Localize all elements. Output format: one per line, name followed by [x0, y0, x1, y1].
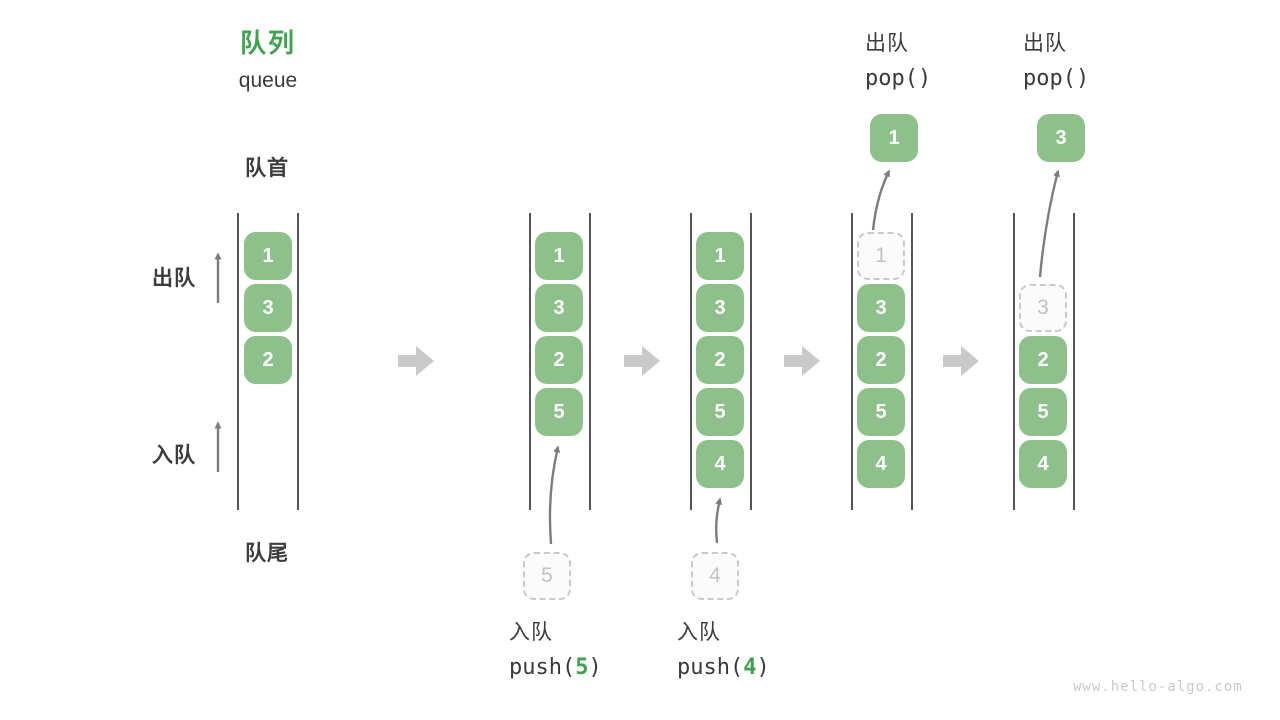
queue-cell: 5	[535, 388, 583, 436]
queue-cell: 5	[857, 388, 905, 436]
queue-cell: 2	[535, 336, 583, 384]
watermark: www.hello-algo.com	[1073, 679, 1243, 695]
queue-cell: 1	[696, 232, 744, 280]
state-transition-arrow	[943, 346, 979, 376]
queue-cell: 4	[857, 440, 905, 488]
push-4-arrow	[715, 497, 723, 544]
label-queue-rear: 队尾	[245, 542, 289, 565]
op-pop-label: 出队	[865, 32, 909, 55]
queue-wall-right	[589, 213, 591, 510]
label-dequeue-direction: 出队	[152, 267, 196, 290]
state-transition-arrow	[624, 346, 660, 376]
push-fn: push(	[677, 655, 744, 680]
op-pop-code: pop()	[1023, 66, 1090, 91]
op-push-label: 入队	[509, 621, 553, 644]
op-push-4: 入队 push(4)	[677, 622, 770, 679]
queue-wall-right	[911, 213, 913, 510]
queue-cell: 2	[1019, 336, 1067, 384]
queue-cell: 2	[244, 336, 292, 384]
queue-wall-left	[690, 213, 692, 510]
queue-cell: 1	[535, 232, 583, 280]
queue-cell: 3	[535, 284, 583, 332]
incoming-element-ghost: 5	[523, 552, 571, 600]
pop-3-arrow	[1038, 169, 1061, 278]
queue-cell: 1	[244, 232, 292, 280]
push-close: )	[756, 655, 770, 680]
queue-cell: 3	[857, 284, 905, 332]
queue-wall-left	[237, 213, 239, 510]
label-queue-front: 队首	[245, 157, 289, 180]
queue-cell: 5	[696, 388, 744, 436]
op-push-code: push(5)	[509, 657, 602, 679]
op-pop-label: 出队	[1023, 32, 1067, 55]
label-enqueue-direction: 入队	[152, 444, 196, 467]
queue-cell: 4	[1019, 440, 1067, 488]
queue-wall-left	[1013, 213, 1015, 510]
queue-cell: 2	[696, 336, 744, 384]
queue-wall-left	[529, 213, 531, 510]
incoming-element-ghost: 4	[691, 552, 739, 600]
op-push-5: 入队 push(5)	[509, 622, 602, 679]
state-transition-arrow	[784, 346, 820, 376]
removed-element-ghost: 1	[857, 232, 905, 280]
push-fn: push(	[509, 655, 576, 680]
push-arg: 5	[575, 655, 589, 680]
popped-element: 3	[1037, 114, 1085, 162]
queue-cell: 3	[244, 284, 292, 332]
diagram-title-zh: 队列	[239, 28, 296, 58]
op-push-code: push(4)	[677, 657, 770, 679]
queue-cell: 2	[857, 336, 905, 384]
queue-wall-right	[750, 213, 752, 510]
queue-wall-left	[851, 213, 853, 510]
pop-1-arrow	[871, 169, 891, 231]
removed-element-ghost: 3	[1019, 284, 1067, 332]
queue-wall-right	[297, 213, 299, 510]
op-pop-first: 出队 pop()	[865, 33, 931, 90]
push-arg: 4	[743, 655, 757, 680]
state-transition-arrow	[398, 346, 434, 376]
queue-cell: 4	[696, 440, 744, 488]
queue-cell: 3	[696, 284, 744, 332]
op-push-label: 入队	[677, 621, 721, 644]
push-5-arrow	[548, 445, 561, 545]
queue-cell: 5	[1019, 388, 1067, 436]
diagram-title-en: queue	[238, 69, 298, 92]
popped-element: 1	[870, 114, 918, 162]
push-close: )	[588, 655, 602, 680]
op-pop-second: 出队 pop()	[1023, 33, 1089, 90]
op-pop-code: pop()	[865, 66, 932, 91]
queue-wall-right	[1073, 213, 1075, 510]
